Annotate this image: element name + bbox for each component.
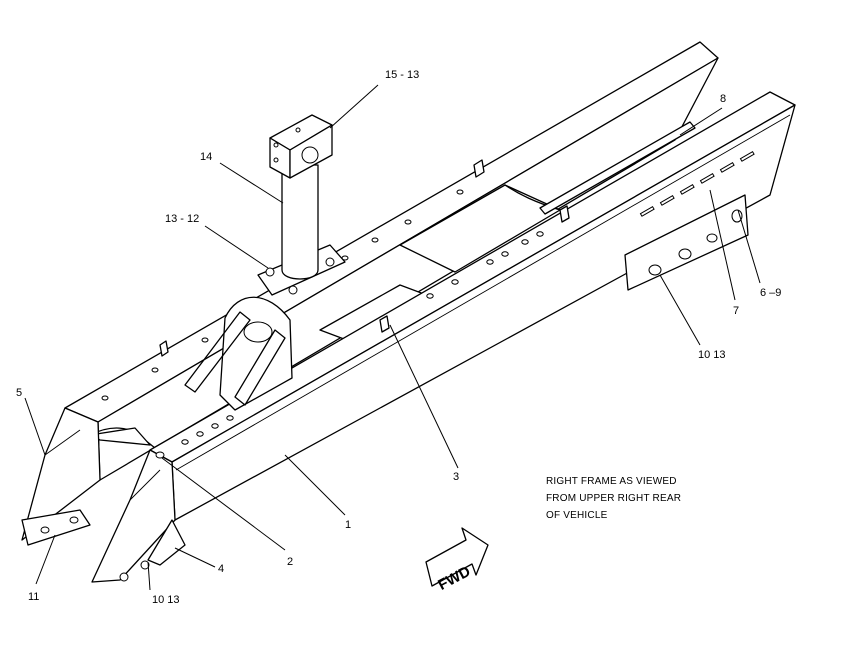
callout-1: 1 bbox=[345, 519, 351, 531]
callout-10-13-lower: 10 13 bbox=[152, 594, 180, 606]
callout-4: 4 bbox=[218, 563, 224, 575]
callout-2: 2 bbox=[287, 556, 293, 568]
pintle-post bbox=[257, 114, 346, 296]
callout-15-13: 15 - 13 bbox=[385, 69, 419, 81]
callout-6-9: 6 –9 bbox=[760, 287, 781, 299]
left-front-leg bbox=[21, 407, 101, 546]
callout-13-12: 13 - 12 bbox=[165, 213, 199, 225]
callout-10-13-upper: 10 13 bbox=[698, 349, 726, 361]
callout-7: 7 bbox=[733, 305, 739, 317]
callout-14: 14 bbox=[200, 151, 212, 163]
callout-5: 5 bbox=[16, 387, 22, 399]
rear-bracket bbox=[624, 194, 749, 291]
callout-leaders bbox=[24, 84, 761, 591]
callout-3: 3 bbox=[453, 471, 459, 483]
callout-labels: 15 - 13 14 13 - 12 8 6 –9 7 10 13 3 1 2 … bbox=[16, 69, 781, 606]
view-caption: RIGHT FRAME AS VIEWED FROM UPPER RIGHT R… bbox=[546, 476, 681, 521]
caption-line-3: OF VEHICLE bbox=[546, 510, 608, 521]
slot-pattern bbox=[639, 150, 755, 217]
caption-line-1: RIGHT FRAME AS VIEWED bbox=[546, 476, 677, 487]
callout-11: 11 bbox=[28, 591, 39, 603]
saddle-gusset bbox=[184, 296, 293, 411]
callout-8: 8 bbox=[720, 93, 726, 105]
caption-line-2: FROM UPPER RIGHT REAR bbox=[546, 493, 681, 504]
fwd-arrow-icon: FWD bbox=[425, 527, 489, 594]
right-rail bbox=[149, 91, 796, 521]
right-front-leg bbox=[91, 449, 186, 583]
